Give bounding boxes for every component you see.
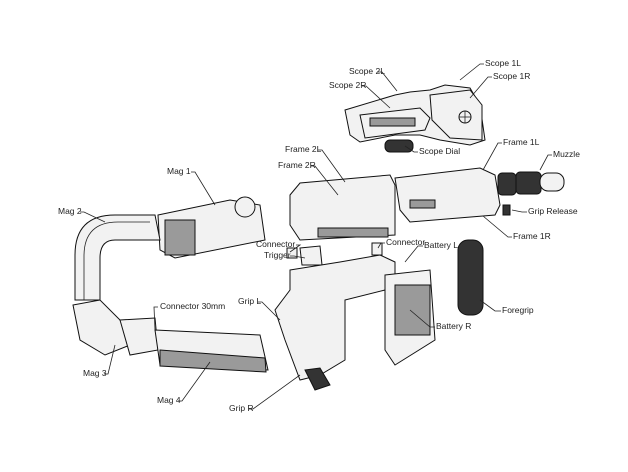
label-mag-1: Mag 1 <box>167 166 191 176</box>
label-foregrip: Foregrip <box>502 305 534 315</box>
magazine-assembly <box>72 196 269 373</box>
label-scope-dial: Scope Dial <box>419 146 461 156</box>
label-frame-1r: Frame 1R <box>513 231 551 241</box>
label-muzzle: Muzzle <box>553 149 580 159</box>
label-battery-l: Battery L <box>424 240 459 250</box>
scope-assembly <box>344 84 486 153</box>
leader-lines <box>80 63 552 410</box>
label-scope-2r: Scope 2R <box>329 80 367 90</box>
label-battery-r: Battery R <box>436 321 472 331</box>
label-mag-3: Mag 3 <box>83 368 107 378</box>
label-scope-1l: Scope 1L <box>485 58 521 68</box>
label-connector-right: Connector <box>386 237 426 247</box>
label-frame-2r: Frame 2R <box>278 160 316 170</box>
label-frame-1l: Frame 1L <box>503 137 540 147</box>
label-grip-release: Grip Release <box>528 206 578 216</box>
label-frame-2l: Frame 2L <box>285 144 322 154</box>
label-scope-1r: Scope 1R <box>493 71 531 81</box>
label-connector-30mm: Connector 30mm <box>160 301 226 311</box>
label-connector-left: Connector <box>256 239 296 249</box>
label-grip-r: Grip R <box>229 403 254 413</box>
grip-assembly <box>274 239 484 391</box>
label-mag-2: Mag 2 <box>58 206 82 216</box>
label-mag-4: Mag 4 <box>157 395 181 405</box>
label-scope-2l: Scope 2L <box>349 66 385 76</box>
frame-assembly <box>289 167 565 241</box>
label-trigger: Trigger <box>264 250 291 260</box>
label-grip-l: Grip L <box>238 296 262 306</box>
